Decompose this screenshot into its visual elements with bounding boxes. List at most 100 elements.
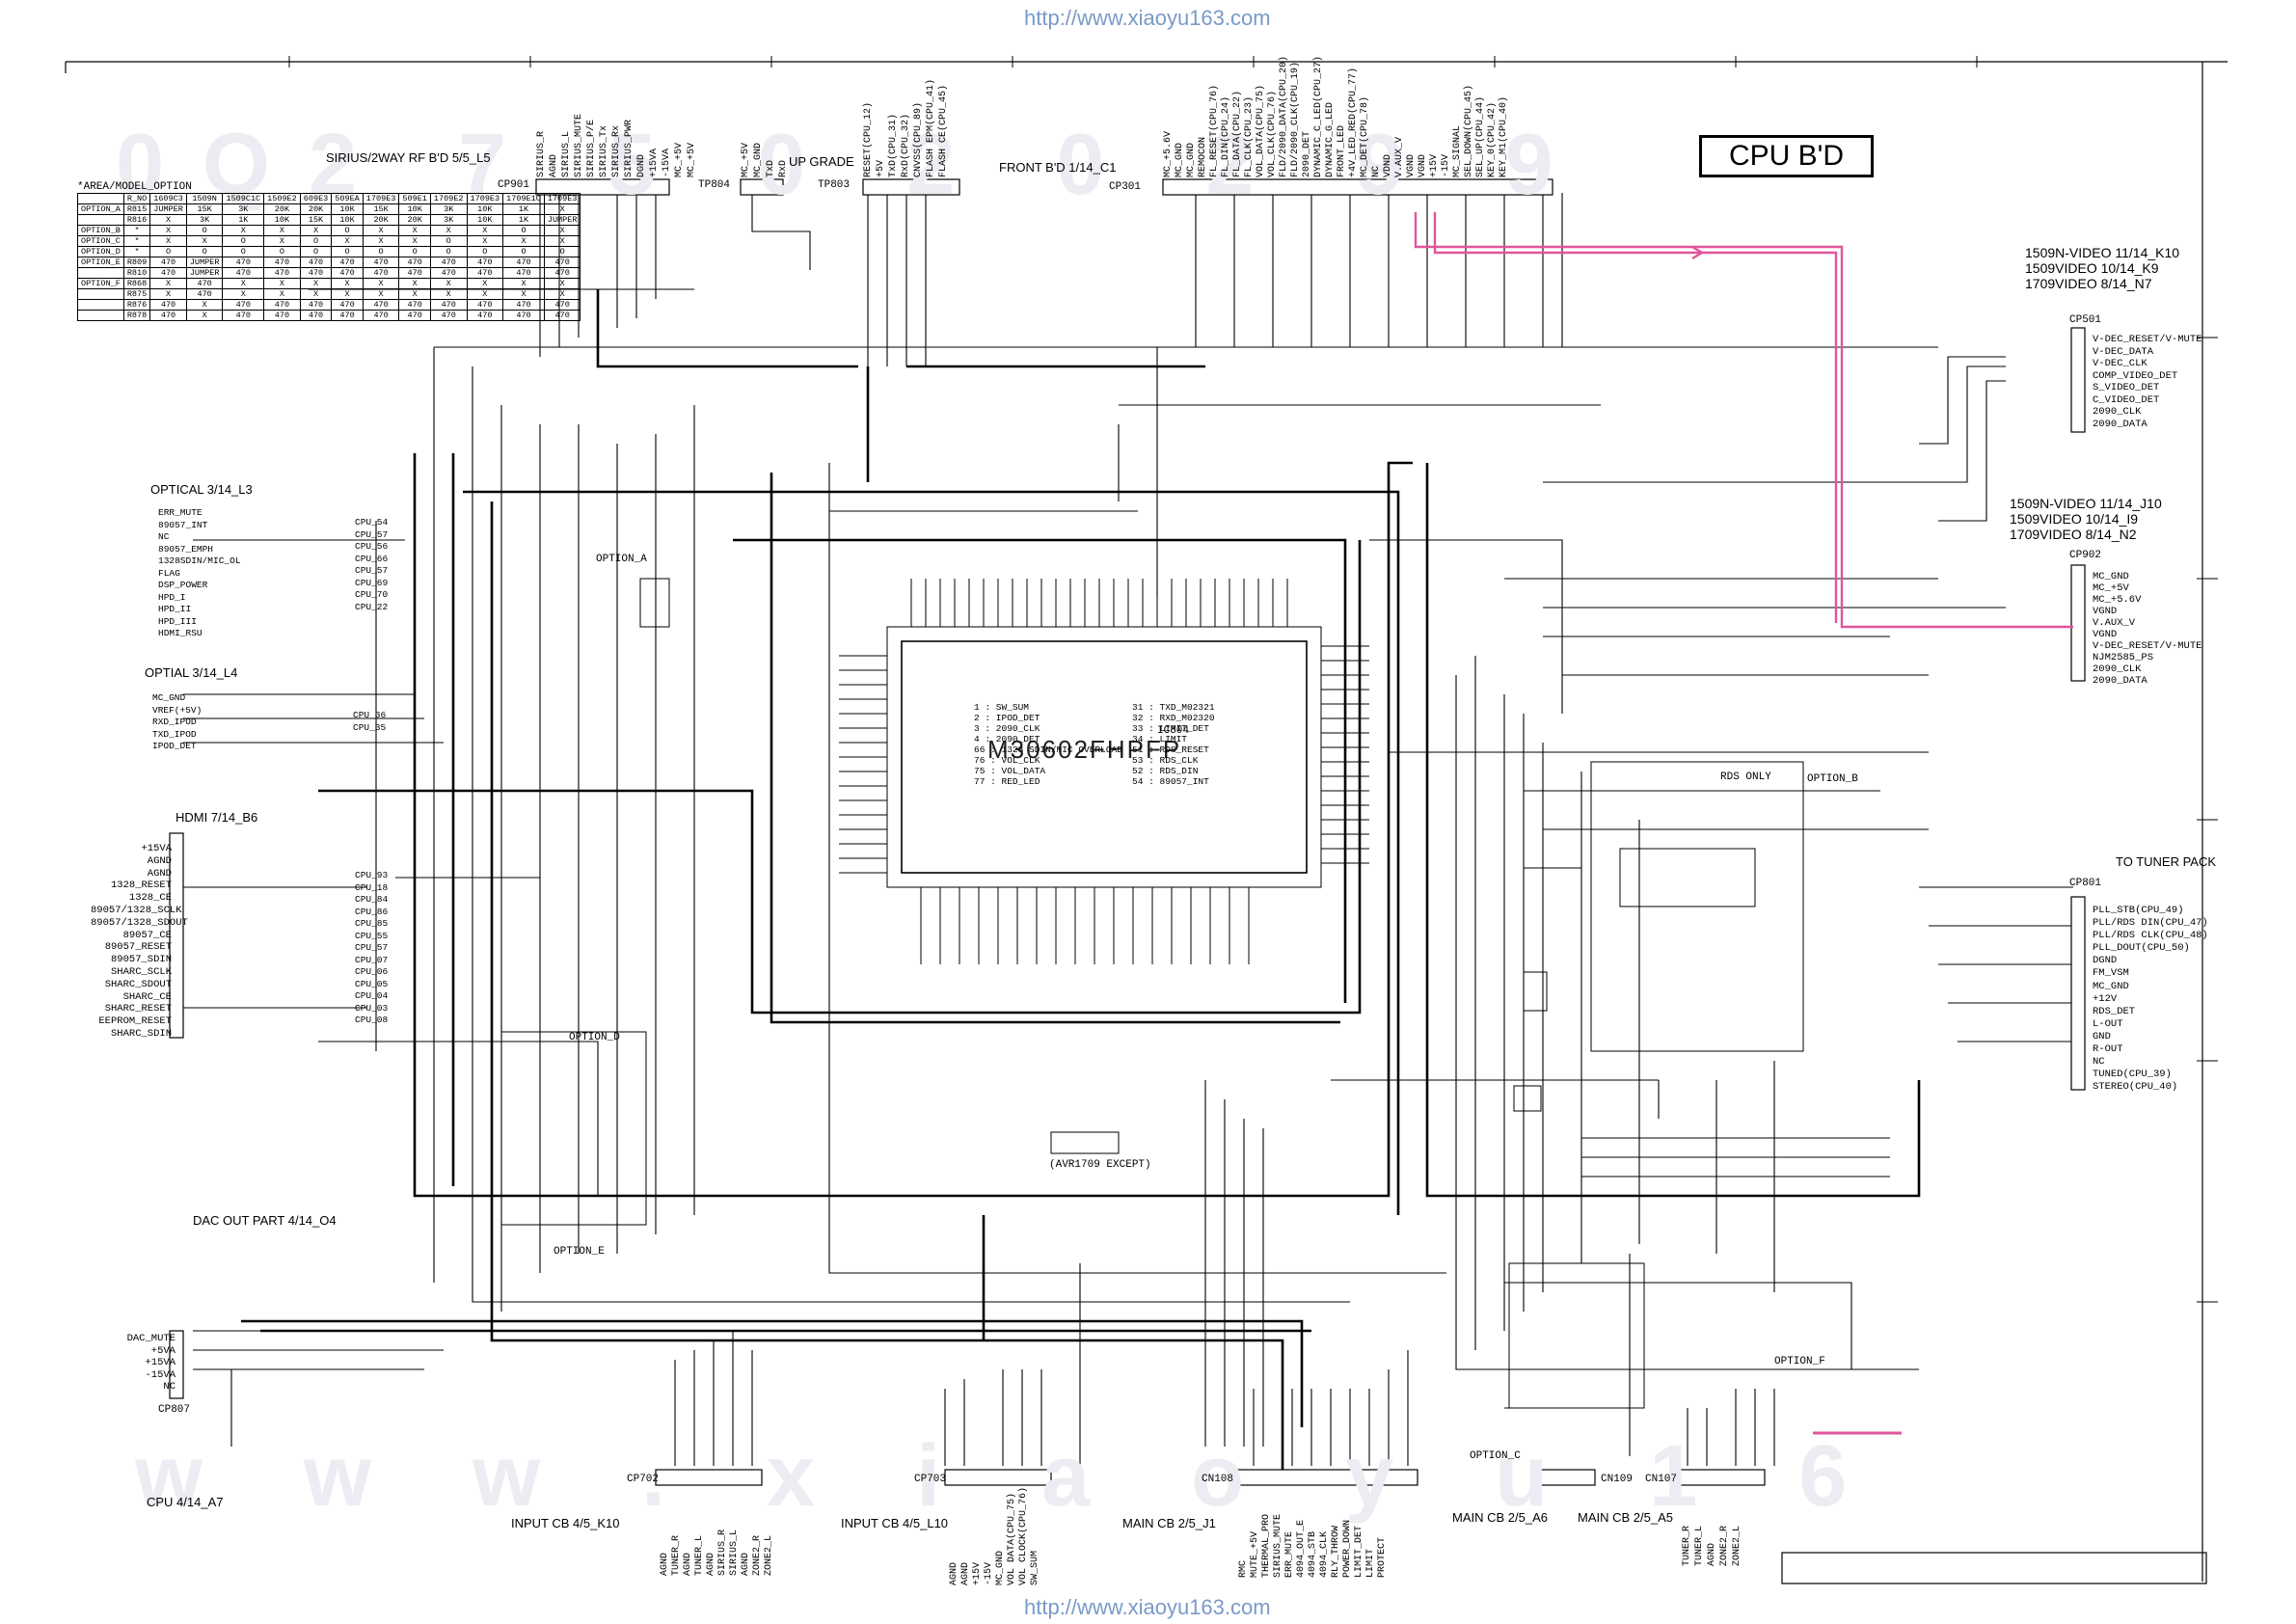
table-cell: 470 (466, 257, 504, 268)
connector-pin-label: ERR_MUTE (1284, 1530, 1295, 1578)
upgrade2-ref: TP803 (818, 179, 851, 191)
connector-pin-label: VOL DATA(CPU_75) (1007, 1492, 1017, 1585)
connector-pin-label: PLL_STB(CPU_49) (2093, 905, 2184, 916)
connector-pin-label: STEREO(CPU_40) (2093, 1081, 2178, 1094)
page-title: CPU B'D (1699, 135, 1875, 177)
connector-pin-label: 89057_CE (122, 929, 172, 941)
connector-pin-label: NC (163, 1381, 176, 1393)
table-cell: 3K (185, 214, 224, 226)
connector-pin-label: VGND (2093, 606, 2118, 617)
cpu-pin-label: CPU_84 (355, 894, 389, 905)
connector-pin-label: FLASH CE(CPU_45) (938, 84, 949, 177)
cpu-pin-label: CPU_55 (355, 930, 389, 941)
connector-pin-label: FLASH EPM(CPU_41) (926, 78, 936, 177)
table-cell: 470 (149, 267, 187, 279)
tuner-ref: CP801 (2069, 878, 2102, 889)
table-cell: 470 (362, 310, 400, 321)
connector-pin-label: IPOD_DET (152, 741, 197, 751)
connector-pin-label: HPD_I (158, 591, 186, 603)
connector-pin-label: MUTE_+5V (1250, 1530, 1260, 1578)
table-cell: O (429, 246, 468, 257)
connector-pin-label: V.AUX_V (2093, 617, 2136, 629)
connector-pin-label: 4094_CLK (1319, 1530, 1330, 1578)
table-cell: 470 (263, 267, 301, 279)
connector-pin-label: +15V (972, 1561, 983, 1585)
table-cell: 470 (362, 267, 400, 279)
footer-url[interactable]: http://www.xiaoyu163.com (1024, 1595, 1271, 1619)
video-ref: CP501 (2069, 314, 2102, 326)
connector-pin-label: ZONE2_R (752, 1534, 763, 1576)
table-group-cell: OPTION_A (77, 203, 124, 215)
connector-pin-label: VGND (1418, 153, 1428, 177)
table-cell: X (299, 225, 333, 236)
table-cell: 3K (429, 214, 468, 226)
connector-pin-label: PLL/RDS DIN(CPU_47) (2093, 917, 2208, 930)
table-cell: 470 (299, 310, 333, 321)
option-c-label: OPTION_C (1470, 1450, 1521, 1462)
tuner-pin-list: PLL_STB(CPU_49)PLL/RDS DIN(CPU_47)PLL/RD… (2093, 905, 2208, 1094)
ic-note: 33 : LIMIT_DET (1132, 723, 1209, 734)
table-cell: 470 (222, 267, 265, 279)
option-table-caption: *AREA/MODEL_OPTION (77, 181, 192, 193)
header-url[interactable]: http://www.xiaoyu163.com (1024, 6, 1271, 30)
connector-pin-label: RLY_THROW (1331, 1525, 1341, 1578)
connector-pin-label: COMP_VIDEO_DET (2093, 369, 2178, 382)
connector-pin-label: TxD (766, 159, 776, 177)
cpu-pin-label: CPU_22 (355, 601, 389, 612)
table-cell: X (185, 310, 224, 321)
table-group-cell (77, 299, 124, 311)
ic-note: 53 : RDS_CLK (1132, 755, 1199, 766)
connector-pin-label: ZONE2_R (1719, 1525, 1730, 1566)
connector-pin-label: +12V (2093, 992, 2118, 1005)
connector-pin-label: V-DEC_DATA (2093, 345, 2154, 358)
connector-pin-label: +15VA (141, 843, 172, 854)
table-cell: X (149, 214, 187, 226)
cpu-pin-label: CPU_85 (355, 918, 389, 929)
input2-ref: CP703 (914, 1474, 947, 1485)
table-cell: 3K (429, 203, 468, 215)
table-cell: X (222, 278, 265, 289)
connector-pin-label: NJM2585_PS (2093, 652, 2154, 663)
connector-pin-label: MC_GND (1175, 142, 1185, 177)
connector-pin-label: RDS_DET (2093, 1005, 2136, 1017)
table-header-cell: 509EA (331, 193, 364, 204)
table-cell: X (263, 225, 301, 236)
table-cell: 20K (263, 203, 301, 215)
ic-note: 51 : RDS_RESET (1132, 744, 1209, 755)
table-cell: X (299, 278, 333, 289)
connector-pin-label: MC_DET(CPU_78) (1360, 95, 1370, 177)
connector-pin-label: MC_GND (995, 1550, 1006, 1585)
connector-pin-label: THERMAL_PRO (1261, 1513, 1272, 1578)
table-group-cell: OPTION_E (77, 257, 124, 268)
table-cell: 470 (331, 310, 364, 321)
table-cell: 470 (502, 267, 545, 279)
table-cell: 10K (466, 203, 504, 215)
table-cell: X (429, 225, 468, 236)
table-cell: X (502, 288, 545, 300)
connector-pin-label: LIMIT (1365, 1548, 1376, 1578)
option-b-label: OPTION_B (1807, 773, 1858, 785)
connector-pin-label: SIRIUS_R (536, 130, 547, 177)
table-cell: 470 (149, 257, 187, 268)
sirius-connector-title: SIRIUS/2WAY RF B'D 5/5_L5 (326, 150, 491, 165)
table-cell: X (263, 235, 301, 247)
connector-pin-label: SEL_DOWN(CPU_45) (1464, 84, 1474, 177)
connector-pin-label: 4094_STB (1308, 1530, 1318, 1578)
connector-pin-label: RxD(CPU_32) (901, 113, 911, 177)
connector-pin-label: FL_DATA(CPU_22) (1232, 90, 1243, 177)
connector-pin-label: 4094_OUT_E (1296, 1519, 1307, 1578)
ic-note: 54 : 89057_INT (1132, 776, 1209, 787)
table-cell: R810 (122, 267, 151, 279)
